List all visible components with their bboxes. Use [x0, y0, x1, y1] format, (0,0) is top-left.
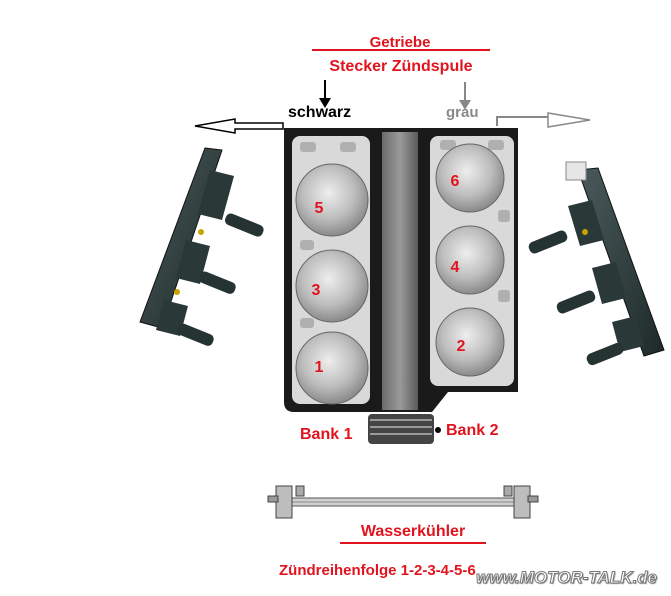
cylinder-6-number: 6	[450, 173, 460, 190]
cylinder-3-number: 3	[311, 282, 321, 299]
wire-gray-label: grau	[446, 104, 479, 121]
firing-order-label: Zündreihenfolge 1-2-3-4-5-6	[279, 562, 476, 579]
down-arrow-icon	[319, 80, 331, 108]
bank2-label: Bank 2	[446, 422, 499, 439]
radiator	[267, 485, 539, 519]
cylinder-1-number: 1	[314, 359, 324, 376]
watermark-text: www.MOTOR-TALK.de	[475, 568, 658, 588]
cylinder-5	[295, 163, 369, 237]
down-arrow-grau-icon	[459, 82, 471, 110]
pulley	[368, 414, 434, 444]
bank1-label: Bank 1	[300, 426, 353, 443]
wire-black-label: schwarz	[288, 104, 352, 121]
cylinder-1	[295, 331, 369, 405]
right-arrow-icon	[496, 112, 591, 128]
center-shaft	[382, 132, 418, 410]
cylinder-2	[435, 307, 505, 377]
left-arrow-icon	[194, 118, 284, 134]
connector-label: Stecker Zündspule	[329, 58, 473, 75]
radiator-label: Wasserkühler	[360, 523, 466, 540]
cylinder-4-number: 4	[450, 259, 460, 276]
cylinder-2-number: 2	[456, 338, 466, 355]
cylinder-3	[295, 249, 369, 323]
gearbox-label: Getriebe	[369, 34, 431, 51]
ignition-coil-left	[139, 147, 264, 346]
cylinder-4	[435, 225, 505, 295]
cylinder-5-number: 5	[314, 200, 324, 217]
cylinder-6	[435, 143, 505, 213]
ignition-coil-right	[528, 161, 665, 366]
